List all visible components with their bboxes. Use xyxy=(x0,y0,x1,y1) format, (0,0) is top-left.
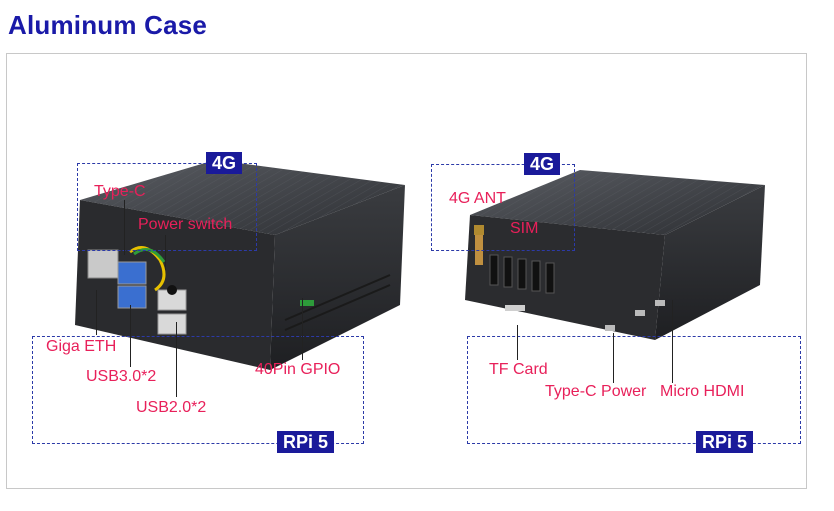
label-usb2: USB2.0*2 xyxy=(136,399,207,416)
page-title: Aluminum Case xyxy=(8,10,208,40)
right-rpi5-badge: RPi 5 xyxy=(696,431,754,453)
leader-usb2 xyxy=(176,322,177,397)
label-gpio: 40Pin GPIO xyxy=(255,361,341,378)
leader-gpio xyxy=(302,298,303,360)
leader-tf xyxy=(517,325,518,360)
right-rpi5-box xyxy=(467,336,801,444)
label-micro-hdmi: Micro HDMI xyxy=(660,383,745,400)
leader-power xyxy=(165,235,166,270)
right-4g-badge: 4G xyxy=(524,153,561,175)
label-typec-power: Type-C Power xyxy=(545,383,647,400)
left-case-image xyxy=(75,160,405,370)
left-rpi5-badge: RPi 5 xyxy=(277,431,335,453)
label-giga-eth: Giga ETH xyxy=(46,338,117,355)
leader-typec xyxy=(124,200,125,255)
leader-typec-power xyxy=(613,333,614,383)
leader-hdmi xyxy=(672,300,673,383)
right-4g-box xyxy=(431,164,575,251)
leader-usb3 xyxy=(130,305,131,367)
label-tf-card: TF Card xyxy=(489,361,548,378)
left-rpi5-box xyxy=(32,336,364,444)
label-sim: SIM xyxy=(510,220,539,237)
left-4g-badge: 4G xyxy=(206,152,243,174)
left-4g-box xyxy=(77,163,257,251)
label-power-switch: Power switch xyxy=(138,216,233,233)
leader-eth xyxy=(96,290,97,335)
label-type-c: Type-C xyxy=(94,183,146,200)
label-4g-ant: 4G ANT xyxy=(449,190,506,207)
right-case-image xyxy=(465,170,765,340)
label-usb3: USB3.0*2 xyxy=(86,368,157,385)
